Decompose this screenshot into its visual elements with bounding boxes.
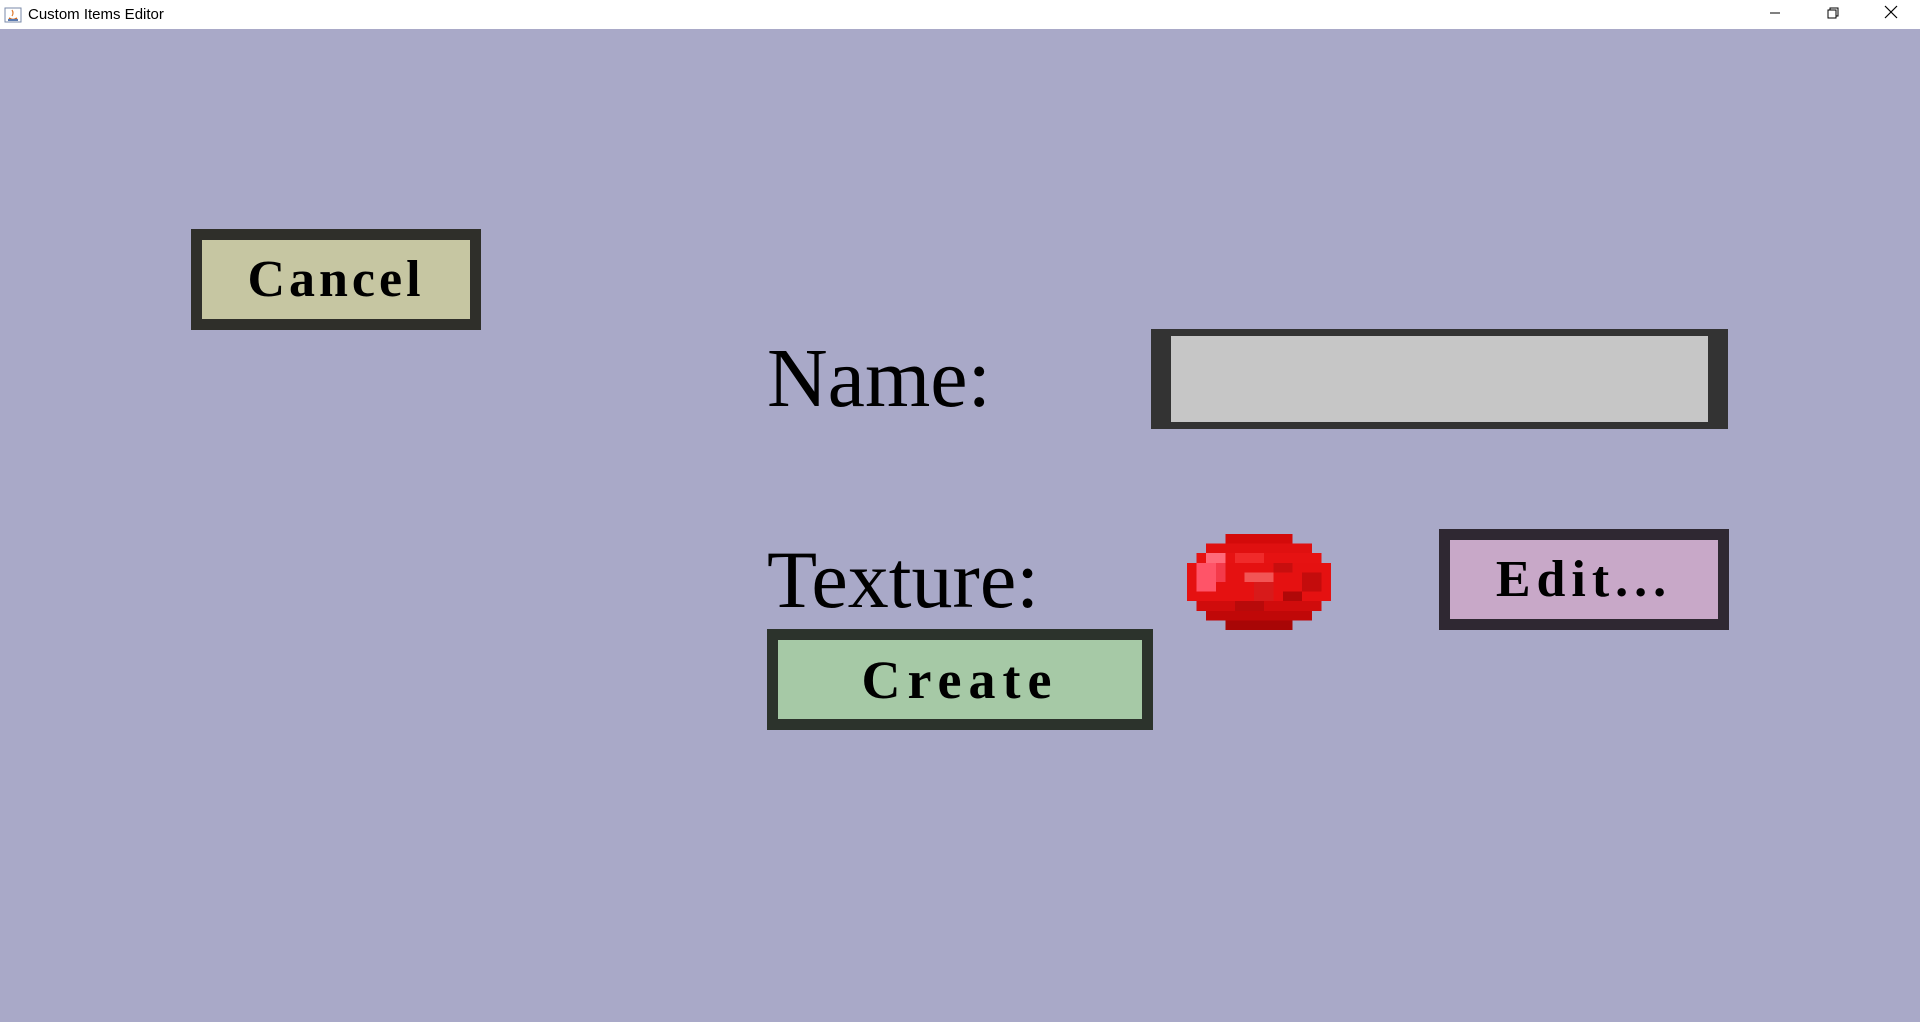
- name-label: Name:: [767, 332, 991, 425]
- title-bar: Custom Items Editor: [0, 0, 1920, 29]
- name-field[interactable]: [1151, 329, 1728, 429]
- close-icon: [1884, 5, 1898, 24]
- red-gem-texture-icon: [1187, 534, 1331, 630]
- window-title: Custom Items Editor: [28, 6, 164, 23]
- texture-label: Texture:: [767, 534, 1040, 625]
- cancel-button[interactable]: Cancel: [191, 229, 481, 330]
- window-controls: [1746, 0, 1920, 29]
- java-app-icon: [4, 6, 22, 24]
- restore-button[interactable]: [1804, 0, 1862, 29]
- create-button[interactable]: Create: [767, 629, 1153, 730]
- restore-icon: [1827, 6, 1839, 24]
- minimize-button[interactable]: [1746, 0, 1804, 29]
- edit-texture-button[interactable]: Edit...: [1439, 529, 1729, 630]
- minimize-icon: [1769, 6, 1781, 24]
- close-button[interactable]: [1862, 0, 1920, 29]
